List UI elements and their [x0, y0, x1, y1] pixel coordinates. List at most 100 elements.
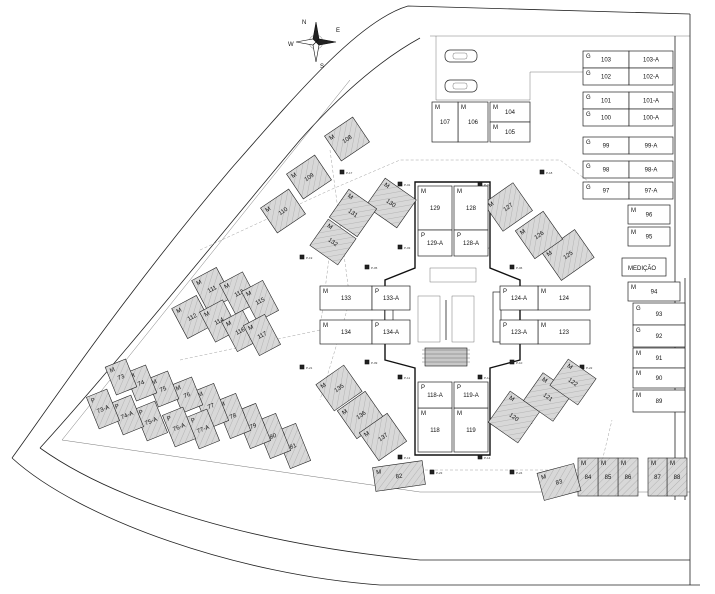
svg-text:P-01: P-01	[404, 183, 411, 187]
parking-spot-101-A[interactable]: 101-A	[628, 91, 674, 110]
svg-text:P-09: P-09	[371, 361, 378, 365]
parking-spot-87[interactable]: 87M	[647, 457, 668, 497]
parking-spot-102-A[interactable]: 102-A	[628, 67, 674, 86]
spot-outline	[632, 389, 686, 413]
parking-spot-88[interactable]: 88M	[666, 457, 688, 497]
parking-spot-98[interactable]: 98G	[582, 160, 630, 179]
parking-spot-86[interactable]: 86M	[617, 457, 639, 497]
spot-number: 100	[601, 116, 612, 122]
parking-spot-92[interactable]: 92G	[632, 324, 686, 348]
parking-spot-100-A[interactable]: 100-A	[628, 108, 674, 127]
pillar-marker: P-06	[509, 264, 523, 270]
pillar-marker: P-24	[509, 469, 523, 475]
parking-spot-98-A[interactable]: 98-A	[628, 160, 674, 179]
spot-outline	[162, 406, 196, 448]
parking-spot-123-A[interactable]: 123-AP	[499, 319, 539, 345]
parking-spot-124-A[interactable]: 124-AP	[499, 285, 539, 311]
spot-mark: M	[636, 393, 641, 399]
compass-w: W	[288, 42, 294, 48]
parking-spot-77[interactable]: 77M	[192, 382, 230, 430]
parking-spot-129-A[interactable]: 129-AP	[417, 229, 453, 257]
spot-outline	[483, 182, 533, 232]
spot-mark: M	[651, 461, 656, 467]
spot-number: 95	[646, 235, 653, 241]
spot-mark: M	[631, 285, 636, 291]
parking-spot-73-A[interactable]: 73-AP	[86, 388, 120, 430]
parking-spot-95[interactable]: 95M	[627, 226, 671, 247]
spot-number: 101-A	[643, 99, 659, 105]
entrance-cars	[444, 49, 478, 93]
parking-spot-85[interactable]: 85M	[597, 457, 619, 497]
parking-spot-94[interactable]: 94M	[627, 281, 681, 302]
spot-mark: M	[435, 105, 440, 111]
spot-number: 134-A	[383, 330, 399, 336]
spot-mark: P	[114, 404, 120, 411]
parking-spot-97[interactable]: 97G	[582, 181, 630, 200]
spot-mark: P	[375, 289, 379, 295]
spot-mark: M	[342, 409, 350, 417]
parking-spot-83[interactable]: 83M	[536, 463, 582, 501]
parking-spot-119-A[interactable]: 119-AP	[453, 381, 489, 409]
parking-spot-97-A[interactable]: 97-A	[628, 181, 674, 200]
parking-spot-73[interactable]: 73M	[104, 358, 138, 396]
parking-spot-82[interactable]: 82M	[372, 460, 426, 492]
parking-spot-76-A[interactable]: 76-AP	[162, 406, 196, 448]
parking-spot-93[interactable]: 93G	[632, 302, 686, 326]
spot-mark: M	[601, 461, 606, 467]
parking-spot-91[interactable]: 91M	[632, 347, 686, 369]
spot-outline	[319, 319, 373, 345]
spot-number: 107	[440, 120, 451, 126]
parking-spot-99-A[interactable]: 99-A	[628, 136, 674, 155]
spot-number: 98	[603, 168, 610, 174]
spot-number: 113	[234, 289, 246, 299]
spot-number: 78	[229, 413, 238, 421]
spot-number: 97-A	[645, 189, 658, 195]
parking-spot-103-A[interactable]: 103-A	[628, 50, 674, 69]
spot-number: 81	[289, 443, 298, 451]
pillar-marker: P-19	[299, 254, 313, 260]
spot-mark: M	[151, 379, 158, 386]
spot-mark: M	[581, 461, 586, 467]
parking-spot-128-A[interactable]: 128-AP	[453, 229, 489, 257]
parking-spot-133-A[interactable]: 133-AP	[371, 285, 411, 311]
parking-spot-134-A[interactable]: 134-AP	[371, 319, 411, 345]
parking-spot-96[interactable]: 96M	[627, 204, 671, 225]
parking-spot-99[interactable]: 99G	[582, 136, 630, 155]
parking-spot-84[interactable]: 84M	[577, 457, 599, 497]
parking-spot-107[interactable]: 107 M	[431, 101, 459, 143]
spot-number: 127	[503, 202, 515, 213]
parking-spot-90[interactable]: 90M	[632, 367, 686, 389]
parking-spot-118-A[interactable]: 118-AP	[417, 381, 453, 409]
parking-spot-89[interactable]: 89M	[632, 389, 686, 413]
spot-number: 97	[603, 189, 610, 195]
spot-outline	[371, 319, 411, 345]
